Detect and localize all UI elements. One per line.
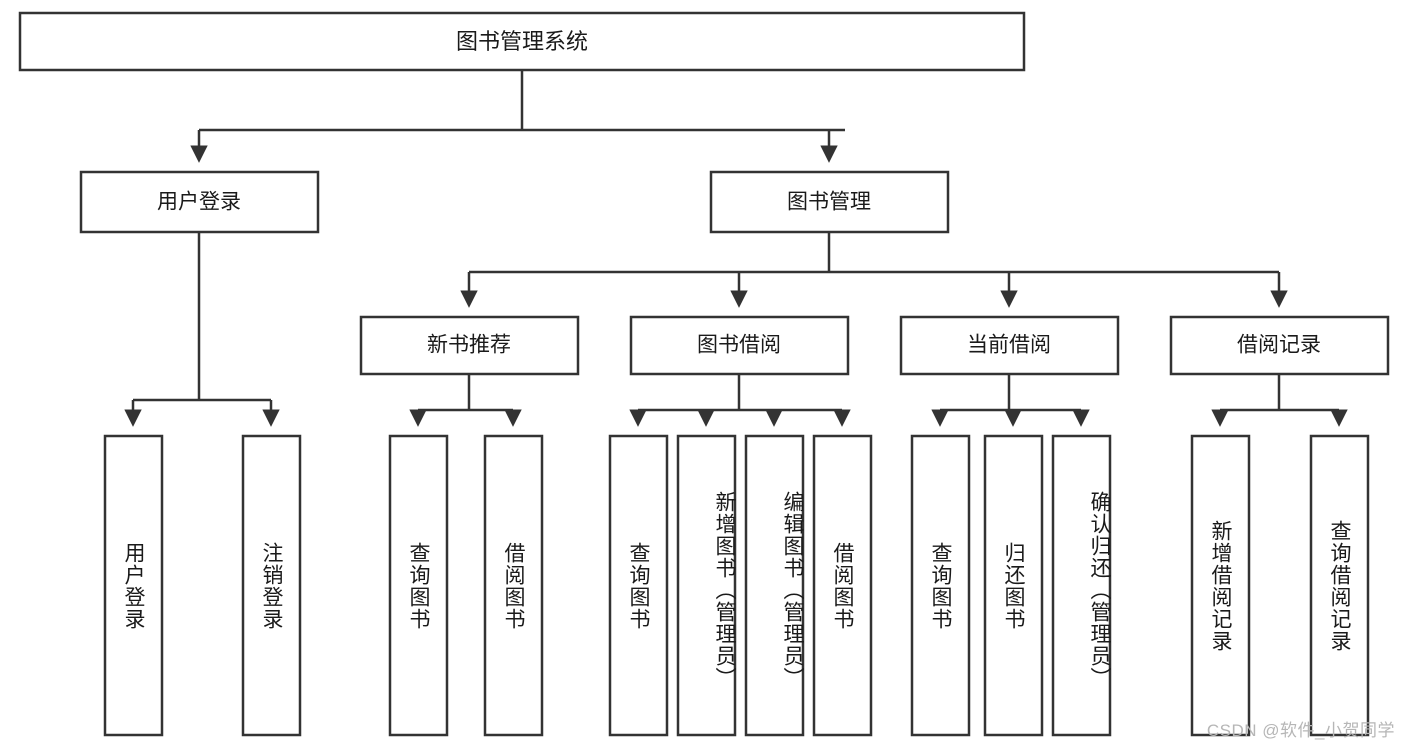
node-root-box[interactable] bbox=[18, 11, 1026, 72]
node-book-manage-box[interactable] bbox=[709, 170, 950, 234]
node-book-borrow[interactable]: 图书借阅 bbox=[629, 315, 850, 376]
node-current-borrow-label: 当前借阅 bbox=[967, 334, 1051, 357]
node-borrow-record-label: 借阅记录 bbox=[1237, 334, 1321, 357]
node-current-borrow-box[interactable] bbox=[899, 315, 1120, 376]
node-user-login[interactable]: 用户登录 bbox=[79, 170, 320, 234]
connector-layer bbox=[124, 70, 1348, 427]
node-leaf-confirm-return-box[interactable] bbox=[1051, 434, 1112, 737]
node-book-manage[interactable]: 图书管理 bbox=[709, 170, 950, 234]
node-user-login-box[interactable] bbox=[79, 170, 320, 234]
node-borrow-record[interactable]: 借阅记录 bbox=[1169, 315, 1390, 376]
node-new-book-rec-box[interactable] bbox=[359, 315, 580, 376]
node-leaf-user-login-box[interactable] bbox=[103, 434, 164, 737]
node-layer: 图书管理系统 用户登录 图书管理 新书推荐 图书借阅 当前 bbox=[18, 11, 1390, 737]
node-leaf-borrow-book-1-box[interactable] bbox=[483, 434, 544, 737]
node-borrow-record-box[interactable] bbox=[1169, 315, 1390, 376]
node-leaf-query-book-1-box[interactable] bbox=[388, 434, 449, 737]
node-leaf-return-book-box[interactable] bbox=[983, 434, 1044, 737]
node-user-login-label: 用户登录 bbox=[157, 191, 241, 214]
node-book-manage-label: 图书管理 bbox=[787, 191, 871, 214]
node-leaf-logout-box[interactable] bbox=[241, 434, 302, 737]
node-root[interactable]: 图书管理系统 bbox=[18, 11, 1026, 72]
node-leaf-edit-book-box[interactable] bbox=[744, 434, 805, 737]
node-current-borrow[interactable]: 当前借阅 bbox=[899, 315, 1120, 376]
node-root-label: 图书管理系统 bbox=[456, 29, 588, 54]
node-book-borrow-label: 图书借阅 bbox=[697, 334, 781, 357]
node-leaf-query-book-3-box[interactable] bbox=[910, 434, 971, 737]
node-new-book-rec-label: 新书推荐 bbox=[427, 334, 511, 357]
node-leaf-add-book-box[interactable] bbox=[676, 434, 737, 737]
node-book-borrow-box[interactable] bbox=[629, 315, 850, 376]
node-leaf-borrow-book-2-box[interactable] bbox=[812, 434, 873, 737]
node-leaf-add-record-box[interactable] bbox=[1190, 434, 1251, 737]
node-leaf-query-book-2-box[interactable] bbox=[608, 434, 669, 737]
node-leaf-query-record-box[interactable] bbox=[1309, 434, 1370, 737]
csdn-watermark: CSDN @软件_小贺同学 bbox=[1206, 721, 1395, 740]
node-new-book-rec[interactable]: 新书推荐 bbox=[359, 315, 580, 376]
